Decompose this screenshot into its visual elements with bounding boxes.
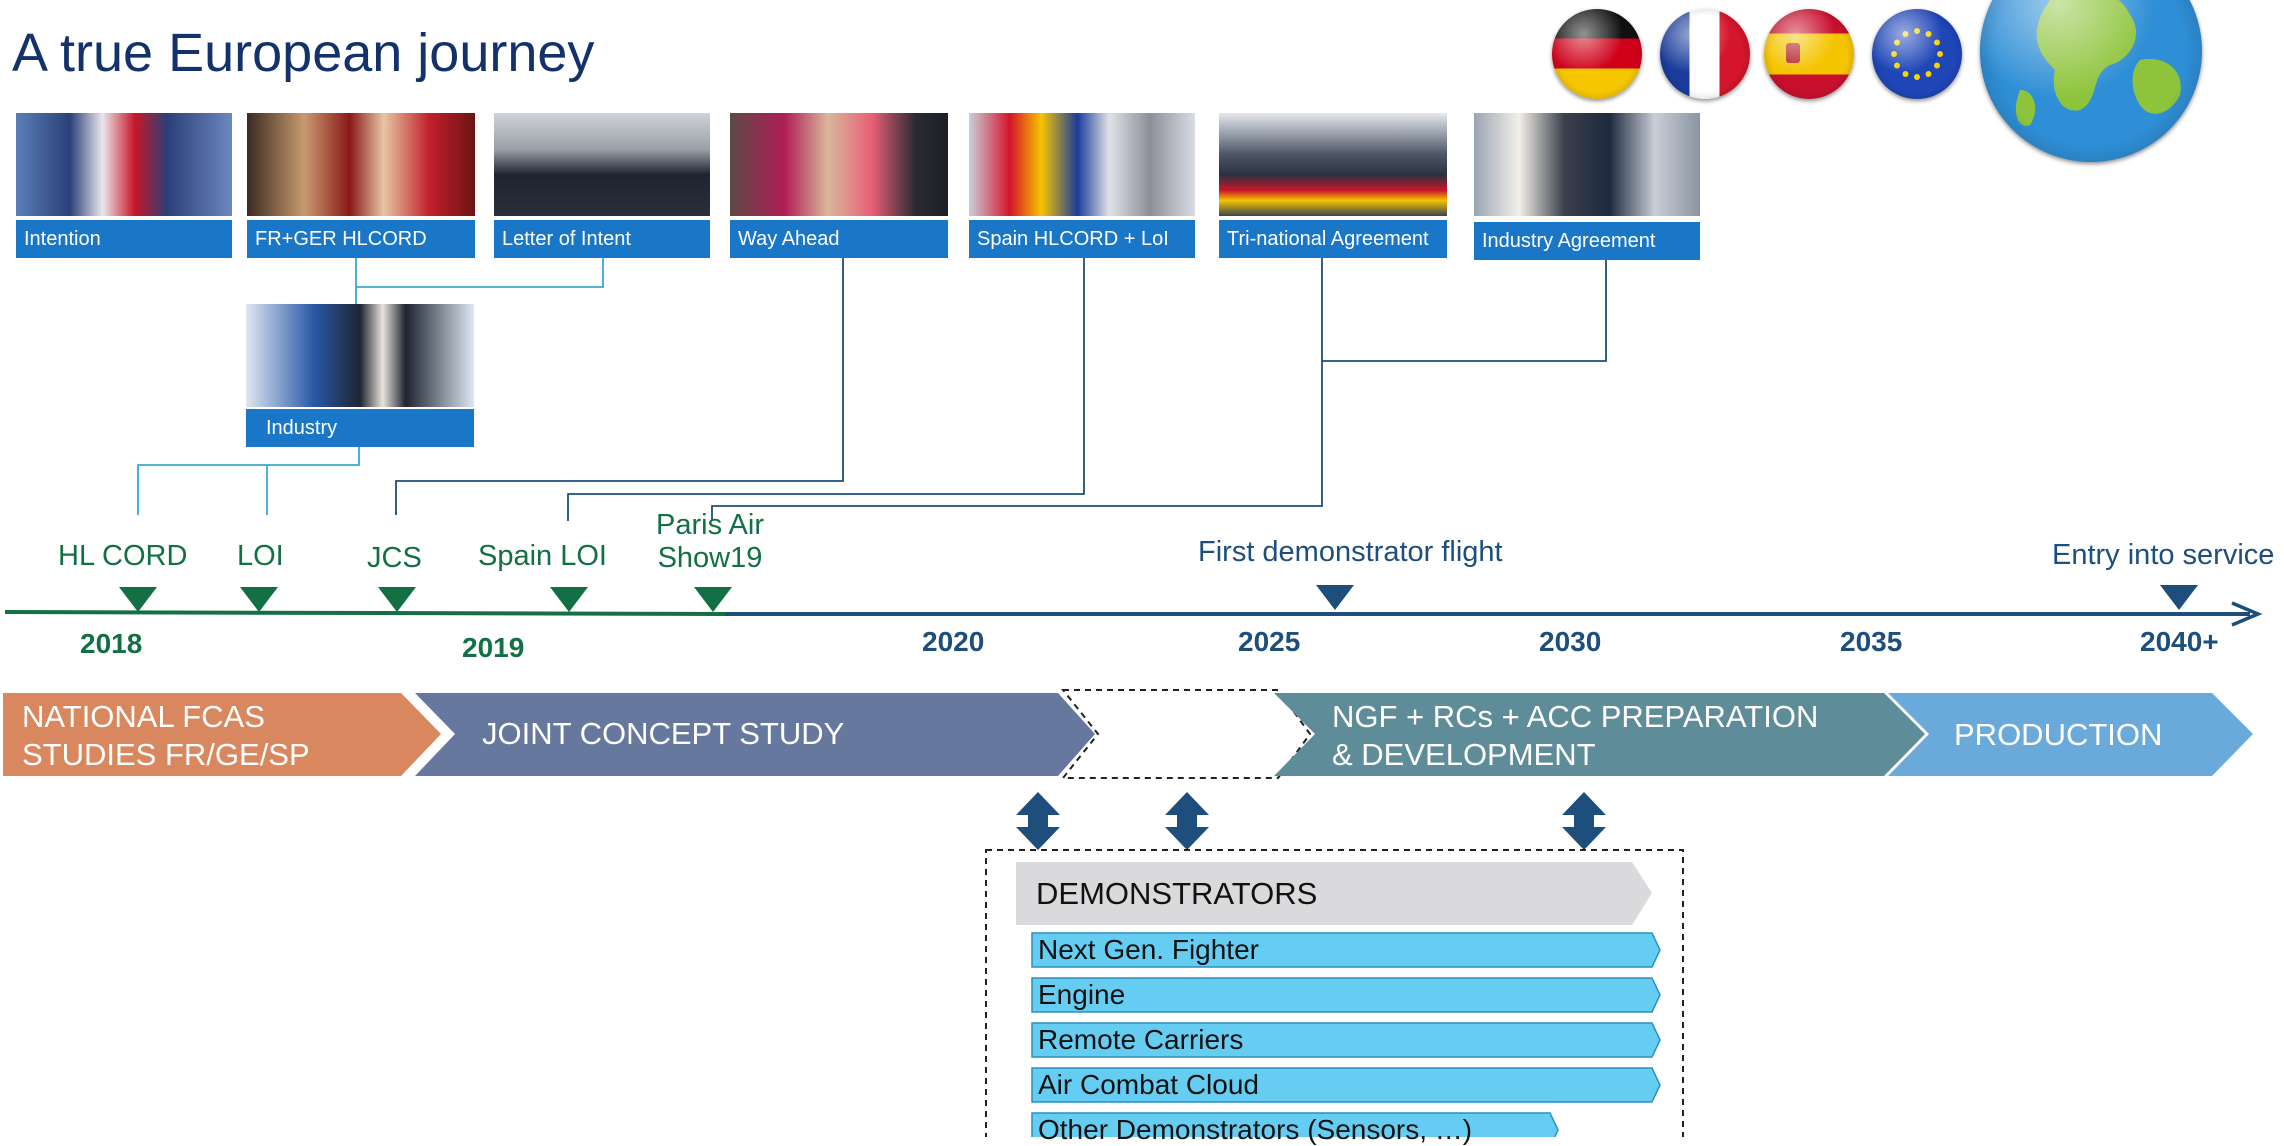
photo-caption: Industry [246,409,474,447]
milestone-paris-line1: Paris Air [656,509,764,541]
photo-image [730,113,948,216]
year-2018: 2018 [80,628,143,659]
year-2030: 2030 [1539,626,1602,657]
photo-card-spain-hlcord-loi: Spain HLCORD + LoI [969,113,1195,258]
phase-ngf-line2: & DEVELOPMENT [1332,737,1596,772]
demonstrators-box [985,849,1684,1137]
photo-card-way-ahead: Way Ahead [730,113,948,258]
milestone-paris-air-show: Paris Air Show19 [656,509,764,575]
timeline-arrow-head [2231,601,2263,627]
photo-card-letter-of-intent: Letter of Intent [494,113,710,258]
phase-arrow-gap [1060,689,1312,779]
connector-lines-dark [395,258,1607,521]
milestone-paris-line2: Show19 [657,542,763,574]
photo-caption: Spain HLCORD + LoI [969,220,1195,258]
demo-item-remote-carriers: Remote Carriers [1038,1024,1244,1055]
phase-ngf-line1: NGF + RCs + ACC PREPARATION [1332,699,1819,734]
phase-arrow-joint [415,693,1095,776]
demonstrator-bars [1031,932,1661,1137]
photo-image [246,304,474,407]
photo-caption: Letter of Intent [494,220,710,258]
photo-card-industry-agreement: Industry Agreement [1474,113,1700,260]
photo-card-intention: Intention [16,113,232,258]
year-2025: 2025 [1238,626,1301,657]
demonstrators-header-bar [1016,862,1652,925]
photo-card-fr-ger-hlcord: FR+GER HLCORD [247,113,475,258]
photo-image [247,113,475,216]
milestone-hl-cord: HL CORD [58,540,188,572]
photo-image [969,113,1195,216]
phase-arrow-ngf [1274,693,1925,776]
demonstrators-title: DEMONSTRATORS [1036,876,1318,911]
photo-card-tri-national-agreement: Tri-national Agreement [1219,113,1447,258]
milestone-entry-into-service: Entry into service [2052,539,2275,571]
double-arrow-icons [1016,792,1606,850]
phase-production-label: PRODUCTION [1954,717,2163,752]
phase-joint-label: JOINT CONCEPT STUDY [482,716,845,751]
photo-image [1219,113,1447,216]
photo-image [494,113,710,216]
milestone-first-demonstrator-flight: First demonstrator flight [1198,536,1503,568]
connector-lines [137,258,604,515]
photo-caption: Industry Agreement [1474,222,1700,260]
year-2019: 2019 [462,632,525,663]
globe-icon [1980,0,2202,162]
demo-item-next-gen-fighter: Next Gen. Fighter [1038,934,1259,965]
milestone-spain-loi: Spain LOI [478,540,607,572]
phase-national-line1: NATIONAL FCAS [22,699,265,734]
photo-image [1474,113,1700,216]
milestone-jcs: JCS [367,542,422,574]
year-2040-plus: 2040+ [2140,626,2219,657]
year-2020: 2020 [922,626,985,657]
photo-image [16,113,232,216]
germany-flag-icon [1552,9,1642,99]
france-flag-icon [1660,9,1750,99]
photo-card-industry: Industry [246,304,474,447]
milestone-markers-blue [1316,585,2198,610]
phase-arrow-national [3,693,441,776]
timeline-axis-green [4,610,726,616]
milestone-markers-green [119,587,732,612]
year-2035: 2035 [1840,626,1903,657]
phase-national-line2: STUDIES FR/GE/SP [22,737,310,772]
eu-flag-icon [1872,9,1962,99]
demo-item-engine: Engine [1038,979,1126,1010]
photo-caption: Intention [16,220,232,258]
phase-ngf-label: NGF + RCs + ACC PREPARATION & DEVELOPMEN… [1332,698,1818,774]
spain-flag-icon [1764,9,1854,99]
page-title: A true European journey [12,23,595,83]
photo-caption: Way Ahead [730,220,948,258]
milestone-loi: LOI [237,540,284,572]
photo-caption: Tri-national Agreement [1219,220,1447,258]
phase-national-label: NATIONAL FCAS STUDIES FR/GE/SP [22,698,310,774]
photo-caption: FR+GER HLCORD [247,220,475,258]
demo-item-air-combat-cloud: Air Combat Cloud [1038,1069,1259,1100]
phase-arrow-production [1888,693,2253,776]
demo-item-other-demonstrators: Other Demonstrators (Sensors, …) [1038,1114,1473,1145]
